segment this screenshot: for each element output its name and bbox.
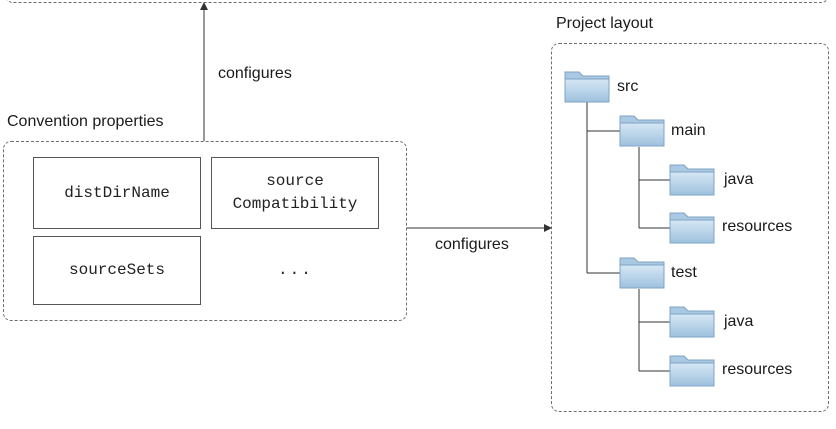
folder-label-test: test bbox=[671, 264, 697, 281]
folder-label-resources-main: resources bbox=[722, 218, 793, 235]
property-source-compatibility: source Compatibility bbox=[211, 157, 379, 229]
folder-icon-resources-main bbox=[669, 212, 715, 244]
folder-label-java-test: java bbox=[724, 313, 754, 330]
project-layout-box bbox=[551, 43, 829, 412]
property-sourcesets: sourceSets bbox=[33, 236, 201, 305]
convention-properties-box bbox=[3, 141, 407, 321]
configures-right-label: configures bbox=[435, 236, 509, 253]
folder-label-resources-test: resources bbox=[722, 361, 793, 378]
folder-label-main: main bbox=[671, 122, 706, 139]
folder-label-java-main: java bbox=[724, 171, 754, 188]
property-distdirname: distDirName bbox=[33, 157, 201, 229]
more-properties-ellipsis: ... bbox=[278, 261, 313, 279]
folder-icon-java-main bbox=[669, 164, 715, 196]
configures-right-arrow-head bbox=[544, 224, 552, 232]
folder-icon-java-test bbox=[669, 306, 715, 338]
project-layout-title: Project layout bbox=[556, 15, 653, 32]
configures-up-label: configures bbox=[218, 65, 292, 82]
folder-icon-src bbox=[564, 71, 610, 103]
tree-lines bbox=[586, 102, 670, 372]
folder-icon-main bbox=[619, 115, 665, 147]
folder-icon-test bbox=[619, 257, 665, 289]
convention-properties-title: Convention properties bbox=[7, 113, 164, 130]
configures-up-arrow-head bbox=[200, 2, 208, 10]
folder-label-src: src bbox=[617, 78, 639, 95]
folder-icon-resources-test bbox=[669, 355, 715, 387]
